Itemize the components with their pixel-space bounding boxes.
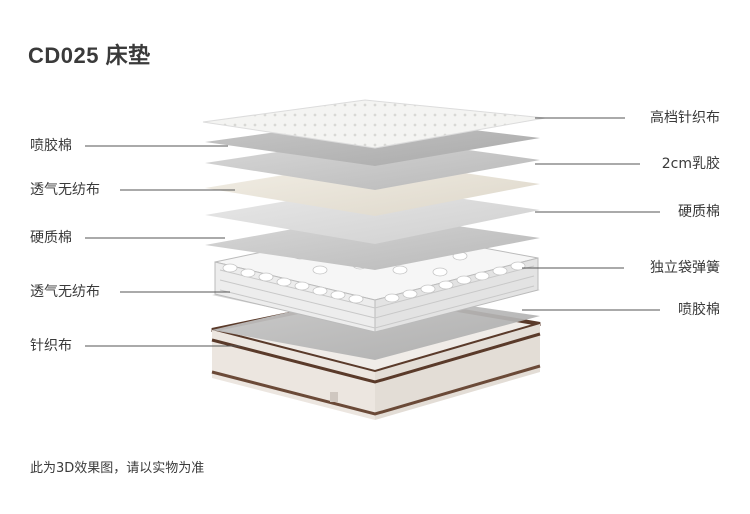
label-hard-cotton-left: 硬质棉 [30, 230, 72, 246]
disclaimer-text: 此为3D效果图，请以实物为准 [30, 461, 205, 476]
label-hard-cotton-right: 硬质棉 [678, 204, 720, 220]
label-premium-knit: 高档针织布 [650, 110, 720, 126]
product-name: 床垫 [105, 44, 151, 69]
page-title: CD025 床垫 [28, 38, 151, 70]
label-latex-2cm: 2cm乳胶 [661, 156, 720, 172]
label-knit-fabric: 针织布 [30, 338, 72, 354]
model-code: CD025 [28, 43, 99, 68]
label-glued-cotton-right: 喷胶棉 [678, 302, 720, 318]
label-breathable-nonwoven-2: 透气无纺布 [30, 284, 100, 300]
leader-lines [85, 117, 660, 347]
label-breathable-nonwoven-1: 透气无纺布 [30, 182, 100, 198]
label-glued-cotton-left: 喷胶棉 [30, 138, 72, 154]
label-pocket-spring: 独立袋弹簧 [650, 260, 720, 276]
